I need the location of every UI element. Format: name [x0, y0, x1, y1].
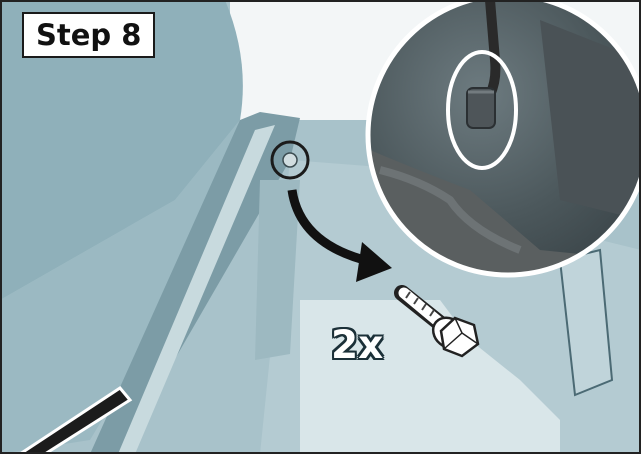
step-label: Step 8 [22, 12, 155, 58]
quantity-label: 2x [331, 325, 383, 367]
cable [490, 0, 495, 95]
zoom-nut [467, 88, 495, 128]
screw-head [283, 153, 297, 167]
